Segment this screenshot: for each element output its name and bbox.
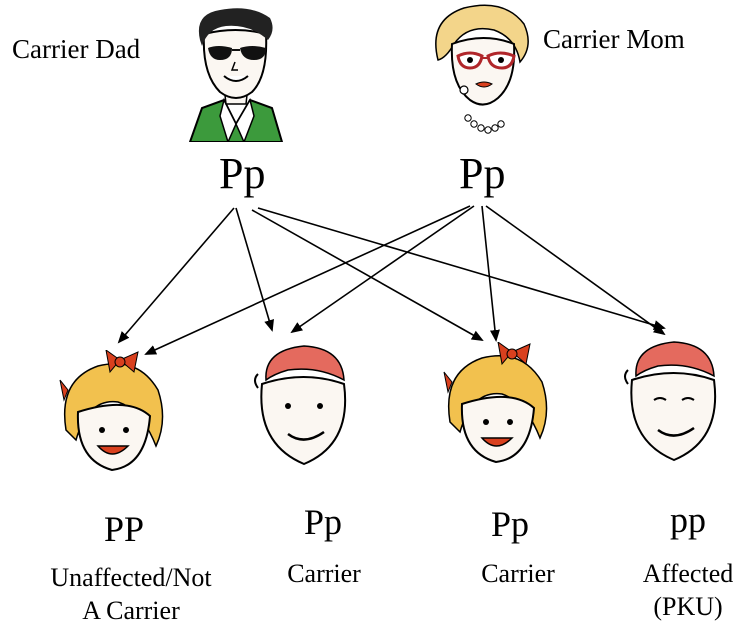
child-1-genotype: PP bbox=[104, 509, 145, 549]
arrow-dad-to-child-2 bbox=[235, 207, 274, 332]
dad-illustration bbox=[188, 8, 284, 142]
child-1-status: Unaffected/Not A Carrier bbox=[18, 562, 244, 627]
child-4-status-line1: Affected bbox=[642, 559, 734, 588]
mom-genotype: Pp bbox=[459, 149, 506, 198]
child-2-boy-illustration bbox=[254, 345, 347, 466]
arrow-mom-to-child-1 bbox=[144, 205, 471, 355]
dad-label: Carrier Dad bbox=[12, 34, 141, 64]
child-1-status-line2: A Carrier bbox=[82, 595, 180, 625]
child-1-girl-illustration bbox=[59, 350, 164, 472]
arrow-mom-to-child-2 bbox=[290, 205, 475, 334]
child-2-status: Carrier bbox=[264, 558, 384, 591]
child-4-status: Affected (PKU) bbox=[628, 558, 748, 623]
child-3-genotype: Pp bbox=[491, 504, 530, 544]
child-2-status-line1: Carrier bbox=[287, 559, 361, 588]
arrow-dad-to-child-3 bbox=[251, 209, 484, 341]
dad-genotype: Pp bbox=[219, 149, 266, 198]
child-4-status-line2: (PKU) bbox=[653, 591, 723, 621]
child-2-genotype: Pp bbox=[304, 502, 343, 542]
child-4-boy-illustration bbox=[624, 341, 717, 462]
arrow-mom-to-child-3 bbox=[481, 205, 500, 342]
child-1-status-line1: Unaffected/Not bbox=[50, 563, 212, 592]
arrow-mom-to-child-4 bbox=[485, 205, 666, 336]
child-3-girl-illustration bbox=[443, 342, 548, 464]
child-4-genotype: pp bbox=[670, 500, 706, 540]
child-3-status: Carrier bbox=[458, 558, 578, 591]
child-3-status-line1: Carrier bbox=[481, 559, 555, 588]
arrow-dad-to-child-4 bbox=[257, 207, 666, 330]
arrow-dad-to-child-1 bbox=[117, 207, 235, 344]
mom-illustration bbox=[435, 4, 529, 134]
mom-label: Carrier Mom bbox=[543, 24, 685, 54]
